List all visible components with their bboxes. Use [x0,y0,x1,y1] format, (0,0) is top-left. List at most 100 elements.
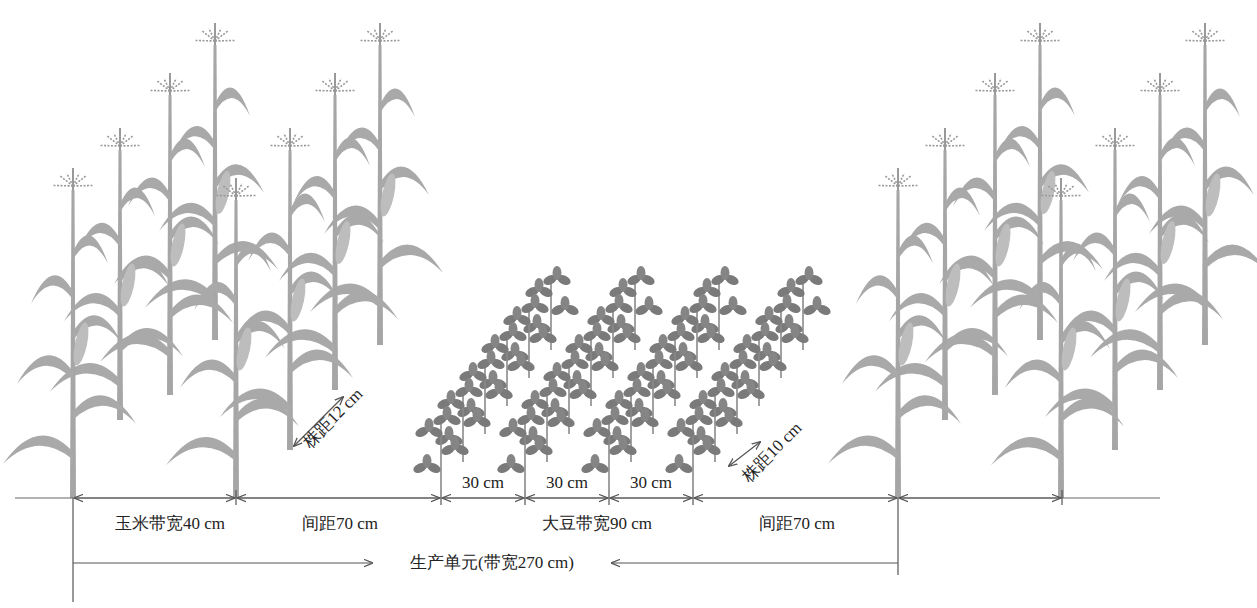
corn-tassel [924,145,945,147]
corn-tassel [995,90,1016,92]
corn-tassel [67,173,73,186]
soy-leaf [718,296,748,317]
plant-part [539,324,548,338]
soy-leaf [630,408,660,429]
plant-part [663,380,672,394]
soy-leaf [802,296,832,317]
corn-plant [970,23,1103,340]
corn-plant [265,73,398,390]
soy-leaf [462,408,492,429]
corn-ear [333,220,354,266]
corn-tassel [884,175,898,186]
soy-leaf [714,408,744,429]
soy-leaf [590,352,620,373]
dimension-lines [73,397,1062,602]
corn-tassel [1101,135,1115,146]
corn-ear [71,321,92,367]
plant-part [571,350,580,364]
corn-leaf [335,291,398,319]
corn-tassel [1205,30,1219,41]
corn-tassel [1160,80,1174,91]
corn-plant [1090,73,1223,390]
corn-tassel [1184,40,1205,42]
plant-part [425,418,434,432]
soy-leaf [626,266,656,287]
corn-tassel [898,185,919,187]
plant-part [473,408,482,422]
soy-leaf [736,380,766,401]
corn-ear [168,222,189,268]
soy-leaf [688,294,718,315]
corn-tassel [170,90,191,92]
soy-leaf [634,296,664,317]
plant-part [553,362,562,376]
corn-leaf [945,188,980,216]
soy-leaf [666,322,696,343]
corn-plant [828,168,961,498]
corn-ear [234,326,255,372]
plant-part [579,380,588,394]
plant-part [747,380,756,394]
plant-part [707,324,716,338]
dimension-label: 30 cm [460,473,506,493]
soy-leaf [758,352,788,373]
corn-tassel [1055,183,1061,196]
soy-leaf [528,324,558,345]
corn-ear [213,170,234,216]
soy-leaf [496,454,526,475]
plant-part [721,266,730,280]
soy-leaf [604,294,634,315]
corn-tassel [73,185,94,187]
corn-tassel [366,30,380,41]
corn-leaf [290,350,353,378]
corn-tassel [284,133,290,146]
dimension-label: 生产单元(带宽270 cm) [408,553,576,573]
soy-leaf [608,436,638,457]
plant-part [597,306,606,320]
corn-tassel [290,135,304,146]
ground-line [15,497,1160,498]
soy-leaf [476,350,506,371]
soy-leaf [794,266,824,287]
plant-part [527,406,536,420]
corn-leaf [995,139,1030,167]
plant-part [593,418,602,432]
corn-leaf [335,138,370,166]
corn-tassel [209,28,215,41]
soy-leaf [546,408,576,429]
corn-tassel [359,40,380,42]
plant-part [739,350,748,364]
corn-plant [166,178,299,498]
soy-leaf [506,352,536,373]
corn-tassel [989,78,995,91]
plant-part [591,454,600,468]
soy-leaf [750,322,780,343]
corn-tassel [236,185,250,196]
corn-plant [991,178,1124,498]
soy-leaf [728,350,758,371]
corn-leaf [1061,243,1096,271]
corn-leaf [31,275,73,303]
plant-part [677,322,686,336]
soy-leaf [600,406,630,427]
corn-tassel [314,90,335,92]
corn-tassel [1040,30,1054,41]
corn-leaf [898,395,961,423]
soy-leaf [560,350,590,371]
corn-tassel [73,175,87,186]
corn-tassel [321,80,335,91]
corn-tassel [164,78,170,91]
corn-tassel [215,30,229,41]
corn-leaf [1205,89,1240,117]
soy-leaf [520,294,550,315]
soy-leaf [622,378,652,399]
corn-ear [896,321,917,367]
corn-tassel [222,185,236,196]
corn-leaf [180,359,236,387]
corn-tassel [380,40,401,42]
corn-leaf [17,355,73,383]
corn-tassel [1191,30,1205,41]
corn-ear [943,262,964,308]
corn-tassel [1034,28,1040,41]
soy-leaf [696,324,726,345]
